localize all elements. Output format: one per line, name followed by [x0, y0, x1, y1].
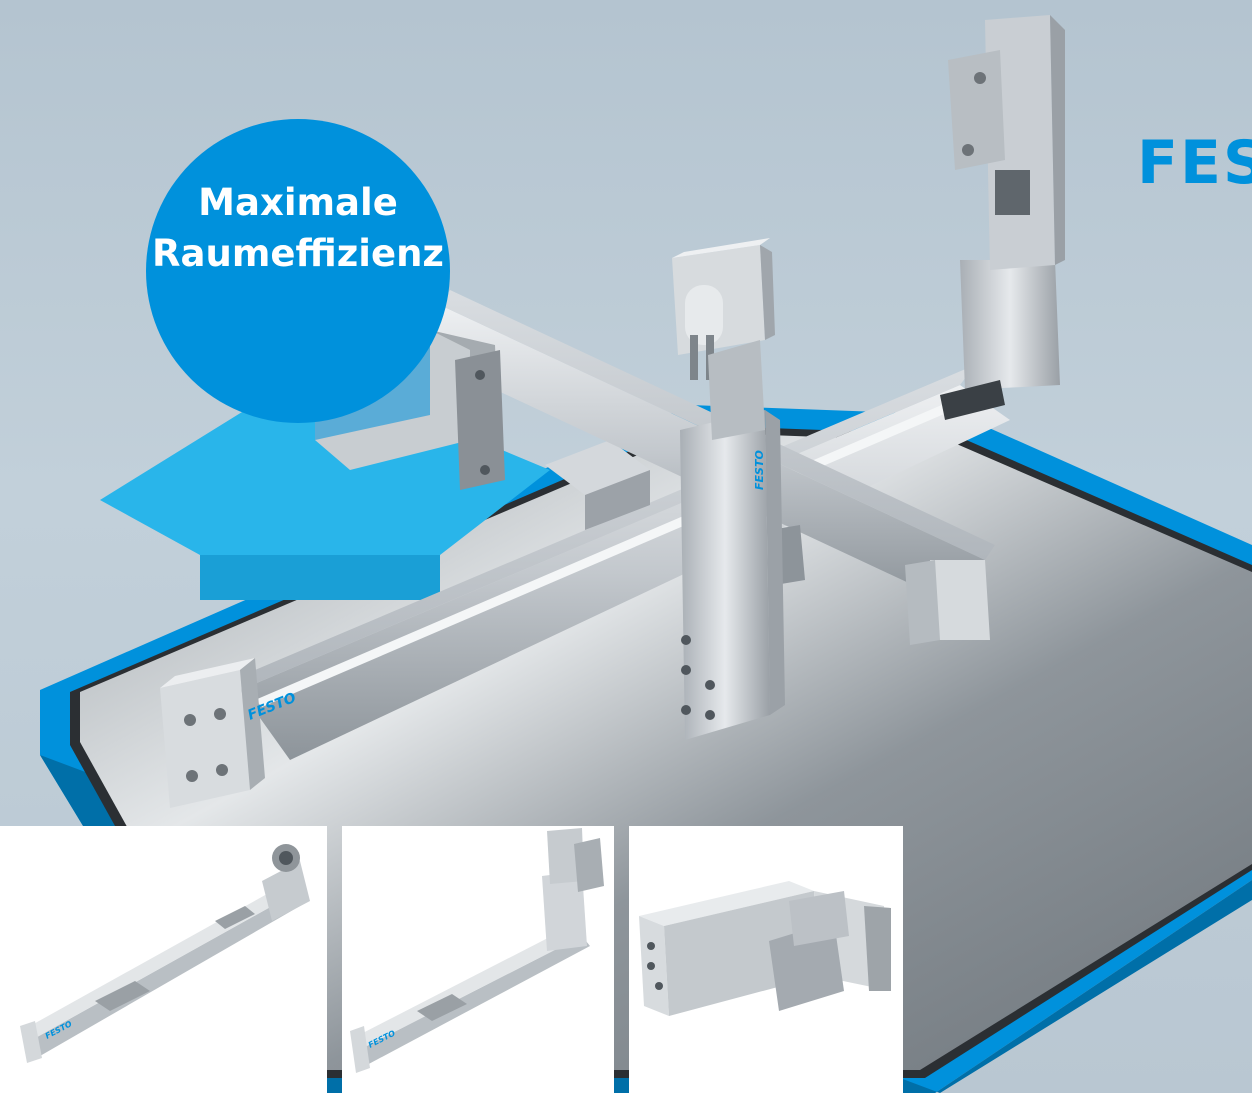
festo-logo: FESTO [1137, 128, 1252, 198]
feature-badge: Maximale Raumeffizienz [146, 119, 450, 423]
vertical-axis-logo: FESTO [753, 450, 766, 490]
thumbnail-axis-vertical-motor: FESTO [342, 826, 614, 1093]
vertical-axis: FESTO [672, 238, 785, 740]
linear-axis-inline-motor-image: FESTO [20, 844, 310, 1063]
badge-line-1: Maximale [198, 181, 398, 224]
thumbnail-compact-slide [629, 826, 903, 1093]
thumbnail-axis-inline-motor: FESTO [0, 826, 327, 1093]
linear-axis-vertical-motor-image: FESTO [350, 828, 604, 1073]
badge-line-2: Raumeffizienz [152, 232, 444, 275]
compact-slide-motor-image [639, 881, 891, 1016]
